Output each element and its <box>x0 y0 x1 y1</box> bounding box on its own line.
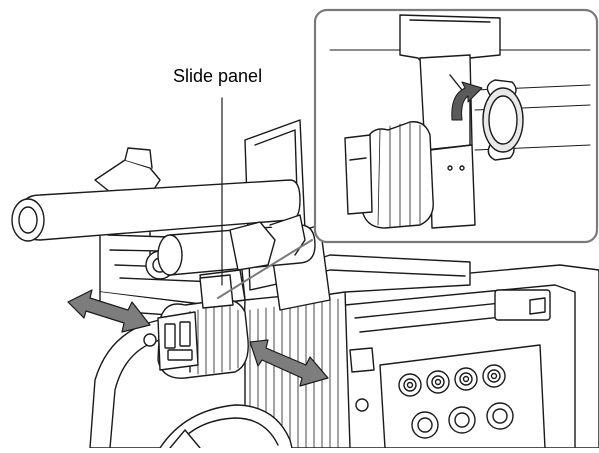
slide-panel <box>157 274 249 379</box>
right-arrow <box>249 339 329 387</box>
handle-assembly <box>11 119 331 319</box>
left-arrow <box>67 289 151 333</box>
rotate-arrow <box>451 81 483 121</box>
slide-direction-arrows <box>67 289 329 387</box>
camera-body <box>89 254 599 449</box>
connector-row <box>398 364 514 439</box>
detail-inset <box>217 8 599 299</box>
slide-panel-label: Slide panel <box>173 66 263 86</box>
